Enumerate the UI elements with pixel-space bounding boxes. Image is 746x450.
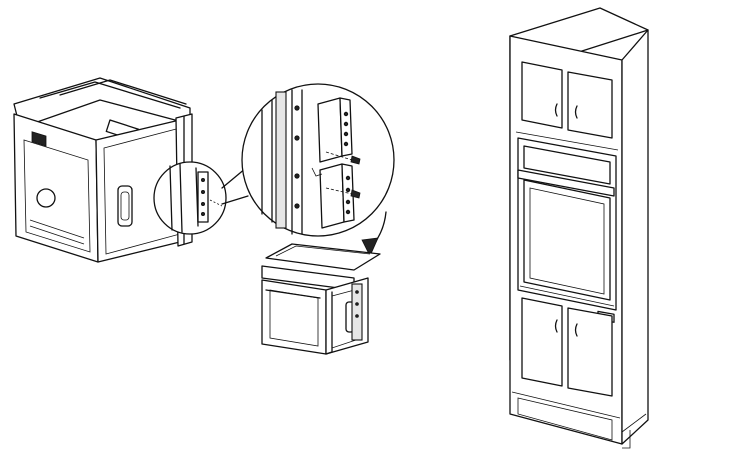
cabinet-illustration [509, 7, 649, 449]
lower-right-door [567, 307, 613, 397]
bracket-detail-view [241, 83, 395, 237]
curved-direction-arrow-icon [361, 211, 387, 257]
rear-port-icon [36, 188, 56, 208]
screw-icon [350, 189, 361, 199]
upper-left-door [521, 61, 563, 129]
screw-icon [350, 155, 361, 165]
installed-oven-control-panel [523, 145, 611, 185]
oven-front-view [261, 243, 381, 355]
oven-handle [517, 169, 615, 197]
bracket-magnifier-circle [153, 161, 227, 235]
lower-left-door [521, 297, 563, 387]
cabinet-side [621, 29, 649, 445]
installed-oven-door [523, 179, 611, 301]
oven-rear-view [13, 77, 249, 263]
upper-right-door [567, 71, 613, 139]
side-handle-cutout [117, 185, 133, 227]
